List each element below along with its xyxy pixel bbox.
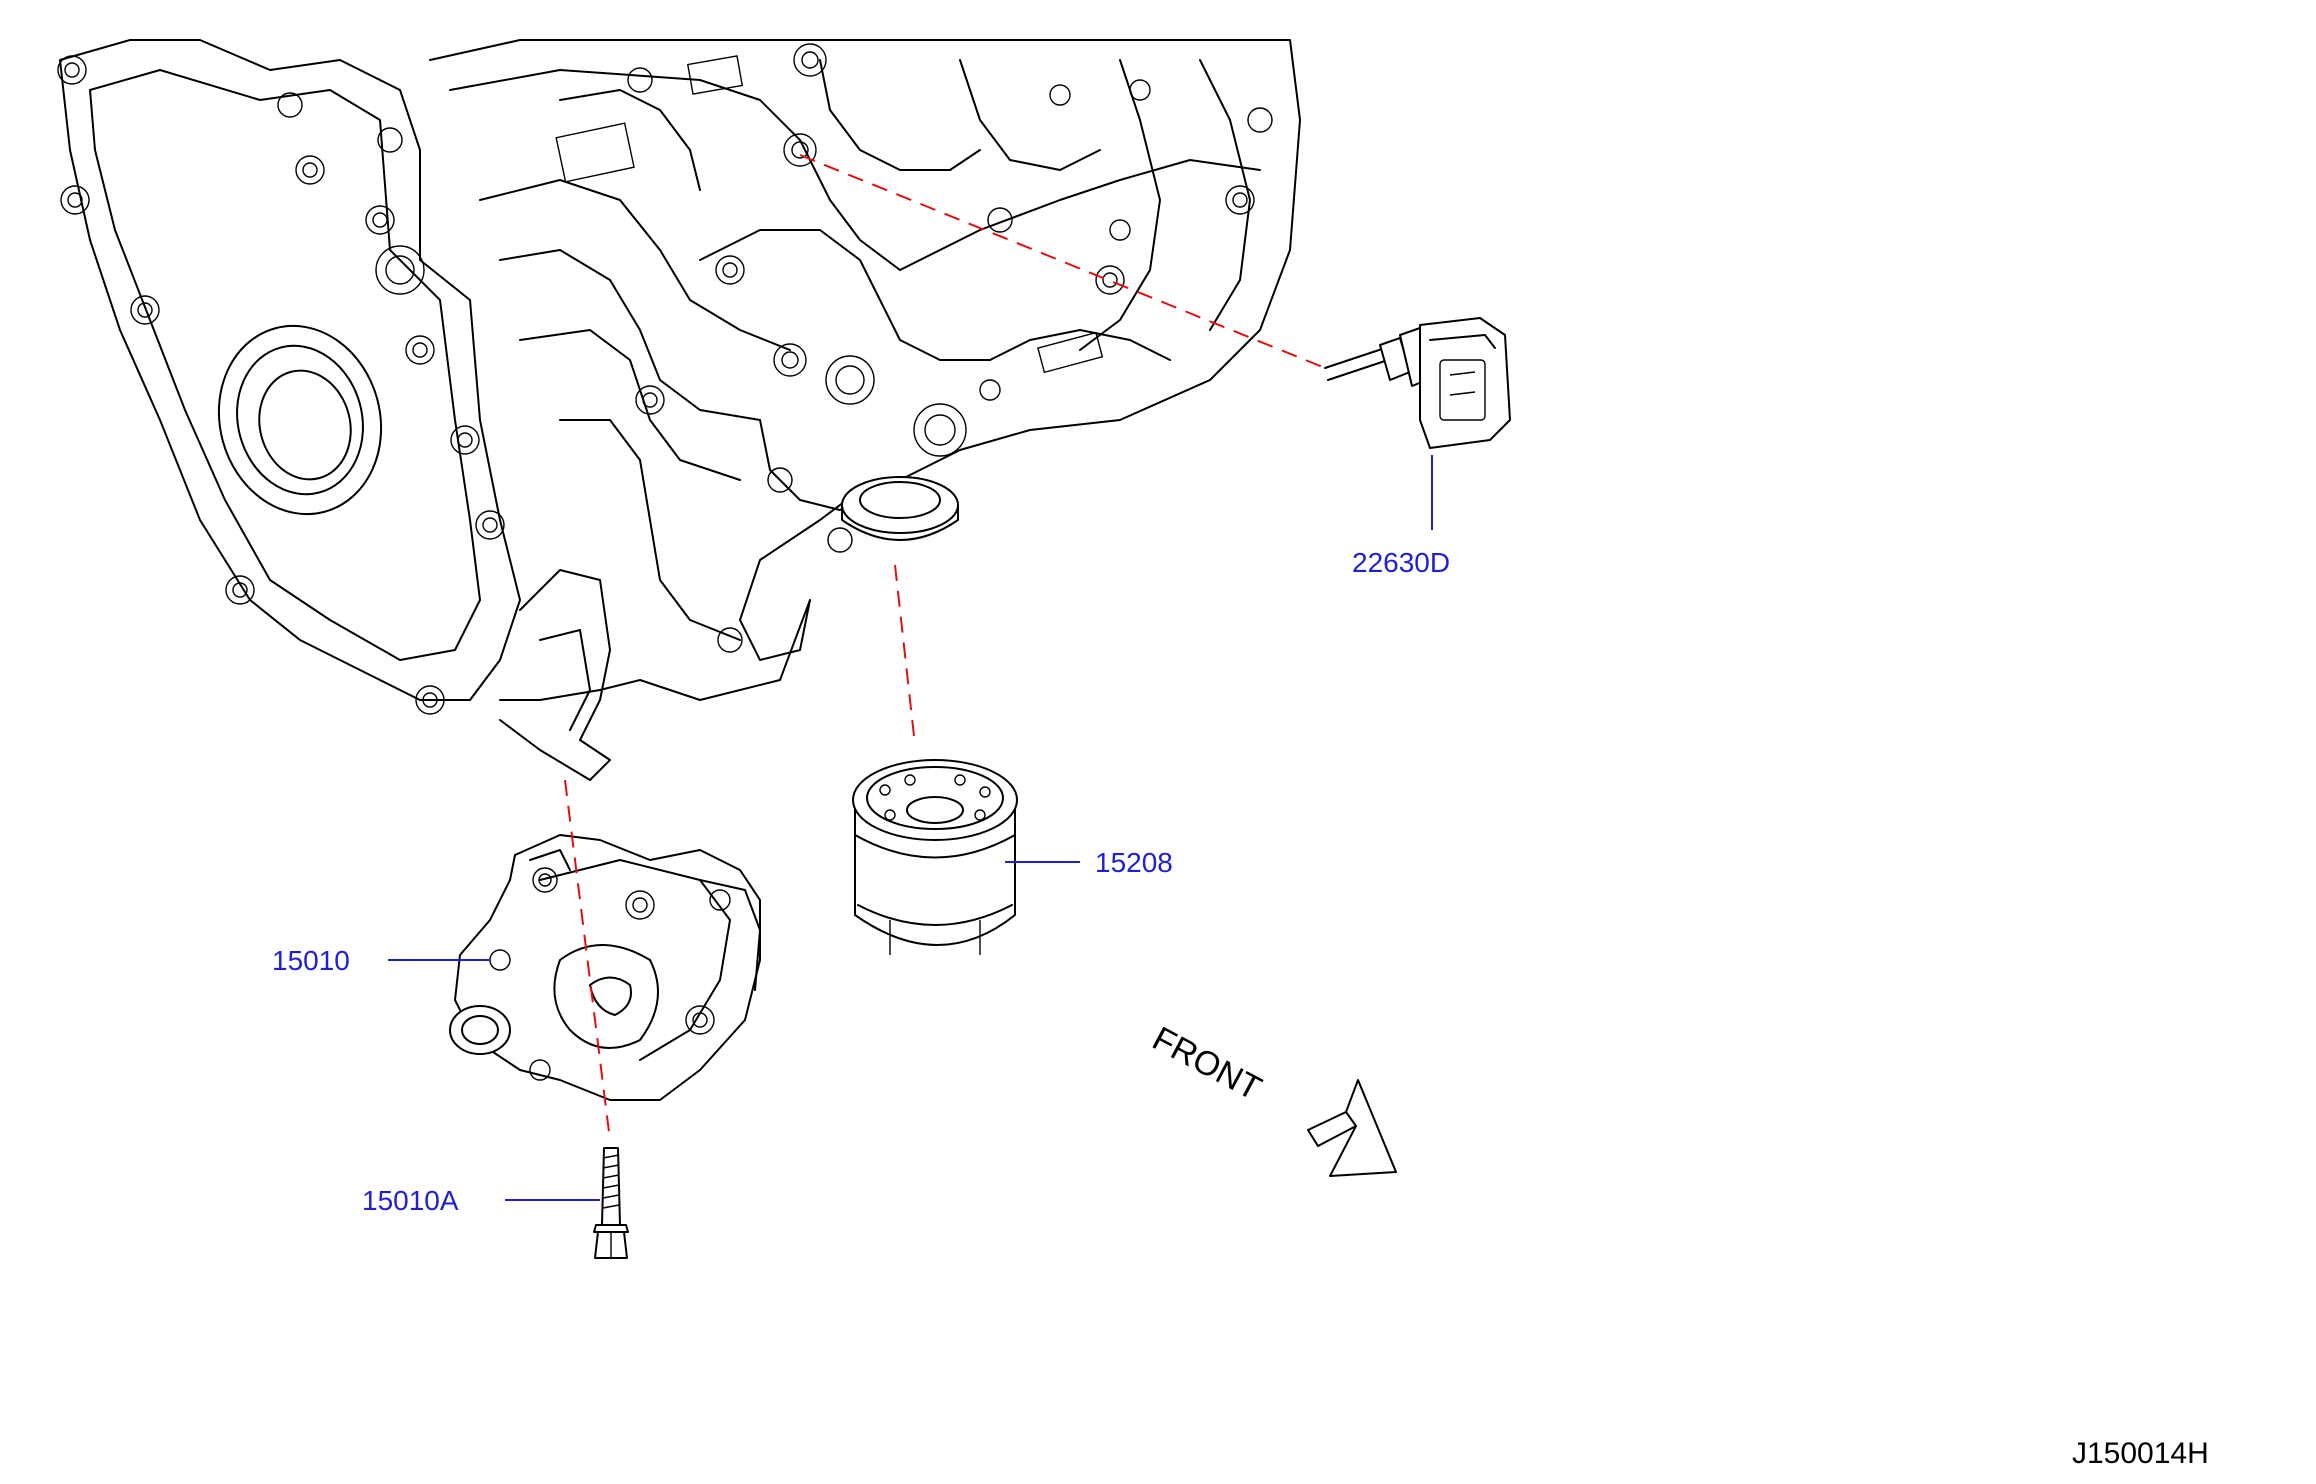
- oil-filter: [852, 759, 1018, 955]
- front-indicator: FRONT: [1146, 1020, 1397, 1177]
- alignment-lines: [564, 154, 1331, 1141]
- label-oil-pump: 15010: [272, 945, 350, 976]
- pump-alignment-line: [564, 779, 611, 1141]
- oil-pump-bolt: [593, 1147, 629, 1259]
- filter-alignment-line: [894, 564, 916, 746]
- label-oil-temp-sensor: 22630D: [1352, 547, 1450, 578]
- oil-pump: [449, 834, 761, 1101]
- label-oil-filter: 15208: [1095, 847, 1173, 878]
- label-pump-bolt: 15010A: [362, 1185, 459, 1216]
- sensor-alignment-line: [799, 154, 1331, 371]
- front-label: FRONT: [1146, 1020, 1267, 1109]
- diagram-code: J150014H: [2072, 1437, 2209, 1470]
- engine-block: [57, 39, 1301, 781]
- oil-temperature-sensor: [1324, 317, 1511, 449]
- leader-lines: [388, 455, 1433, 1201]
- front-arrow-icon: [1307, 1079, 1397, 1177]
